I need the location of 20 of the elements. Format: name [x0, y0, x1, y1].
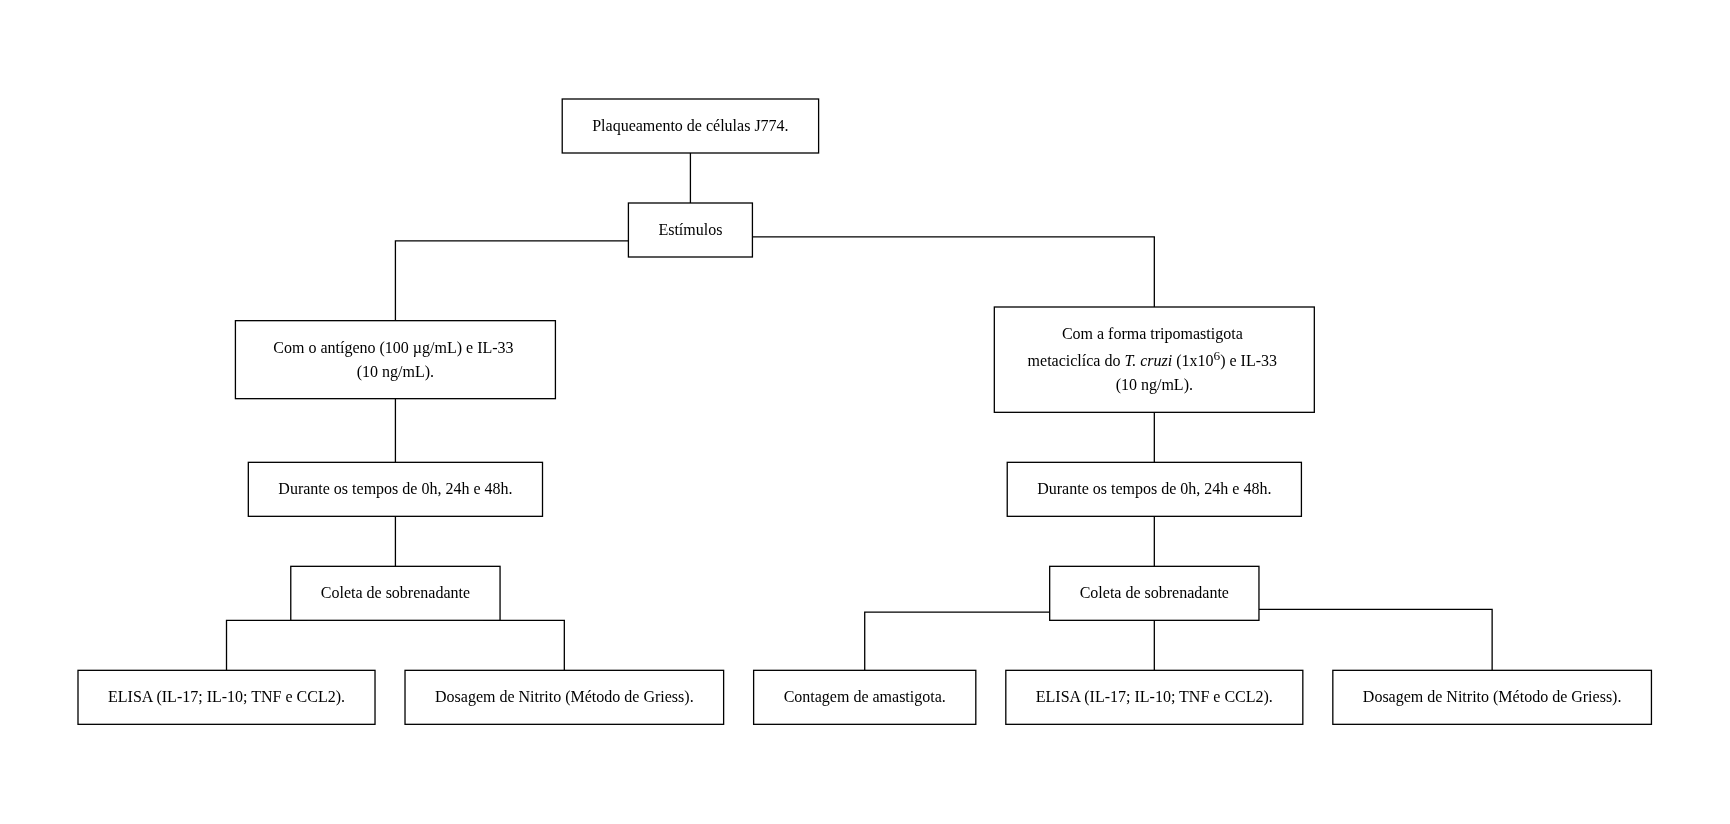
node-box: Durante os tempos de 0h, 24h e 48h.	[1006, 462, 1303, 518]
node-box: Durante os tempos de 0h, 24h e 48h.	[247, 462, 544, 518]
node-box: Plaqueamento de células J774.	[561, 98, 820, 154]
node-box: Dosagem de Nitrito (Método de Griess).	[1332, 670, 1653, 726]
connector	[752, 236, 1156, 308]
node-box: Com a forma tripomastigota metaciclíca do T. cruzi (1x10$^{6}$) e IL-33 (10 ng/mL).	[993, 306, 1316, 414]
connector	[1153, 620, 1156, 672]
node-box: ELISA (IL-17; IL-10; TNF e CCL2).	[1005, 670, 1304, 726]
connector	[1153, 516, 1156, 568]
connector	[395, 398, 397, 464]
node-box: ELISA (IL-17; IL-10; TNF e CCL2).	[77, 670, 376, 726]
node-box: Coleta de sobrenadante	[1049, 566, 1260, 622]
node-box: Com o antígeno (100 µg/mL) e IL-33 (10 ng/mL).	[235, 320, 557, 400]
connector	[1153, 412, 1156, 464]
node-box: Contagem de amastigota.	[753, 670, 977, 726]
connector	[690, 152, 692, 204]
node-box: Estímulos	[628, 202, 754, 258]
connector	[395, 516, 397, 568]
node-box: Dosagem de Nitrito (Método de Griess).	[404, 670, 725, 726]
node-box: Coleta de sobrenadante	[290, 566, 501, 622]
